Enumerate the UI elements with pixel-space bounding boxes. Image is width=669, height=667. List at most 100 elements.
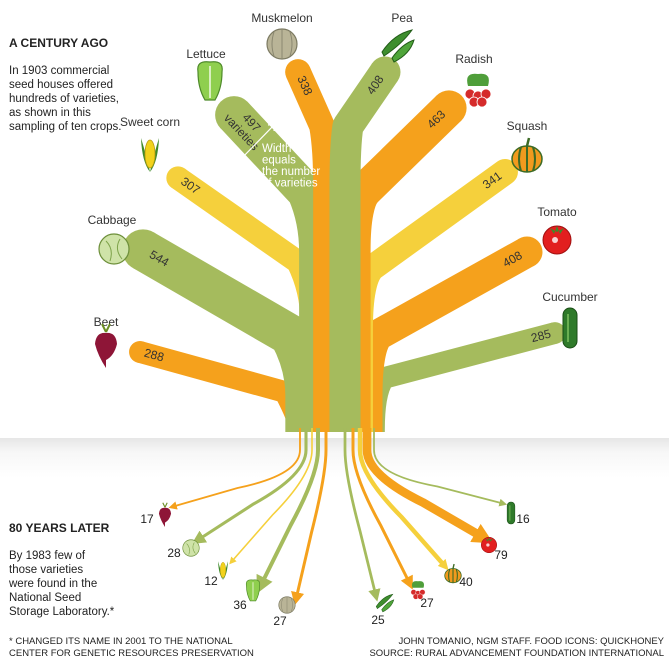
- credit: JOHN TOMANIO, NGM STAFF. FOOD ICONS: QUI…: [369, 636, 664, 659]
- stem-1983-cabbage: [191, 428, 308, 545]
- cucumber-icon-part: [562, 307, 578, 349]
- squash-icon-part: [452, 563, 455, 569]
- stem-1983-muskmelon: [291, 428, 328, 606]
- crop-label-pea: Pea: [391, 11, 413, 25]
- corn-icon-part: [141, 138, 159, 172]
- later-title: 80 YEARS LATER: [9, 521, 110, 535]
- muskmelon-icon: [266, 28, 298, 60]
- cucumber-icon: [562, 307, 578, 349]
- corn-icon-part: [218, 561, 228, 580]
- value-1983-cucumber: 16: [516, 512, 530, 526]
- beet-icon-part: [158, 507, 172, 527]
- pea-icon: [375, 593, 395, 613]
- stem-1983-radish: [351, 428, 413, 590]
- squash-icon-part: [518, 146, 536, 172]
- band-cap-pea: [369, 56, 401, 88]
- lettuce-icon: [197, 61, 223, 101]
- band-cap-cabbage: [122, 229, 164, 271]
- stem-1983-squash: [357, 428, 449, 571]
- later-text: By 1983 few of those varieties were foun…: [9, 550, 115, 618]
- stem-1983-lettuce: [256, 428, 320, 594]
- muskmelon-icon-part: [271, 29, 293, 59]
- stem-1983-pea: [343, 428, 381, 602]
- value-1903-cucumber: 285: [529, 326, 552, 345]
- crop-label-lettuce: Lettuce: [186, 47, 226, 61]
- crop-label-tomato: Tomato: [537, 205, 577, 219]
- pea-icon: [381, 29, 415, 63]
- radish-icon-part: [417, 593, 424, 600]
- cabbage-icon-part: [182, 539, 200, 557]
- crop-label-muskmelon: Muskmelon: [251, 11, 312, 25]
- squash-icon-part: [525, 137, 531, 147]
- beet-icon: [95, 323, 117, 368]
- band-cap-cucumber: [544, 322, 566, 344]
- value-1983-beet: 17: [140, 512, 154, 526]
- beet-icon-part: [101, 323, 111, 333]
- pea-icon-part: [375, 593, 394, 610]
- band-cap-muskmelon: [285, 59, 311, 85]
- value-1983-tomato: 79: [494, 548, 508, 562]
- tomato-icon-part: [552, 237, 558, 243]
- width-double-arrow: [239, 123, 276, 161]
- cabbage-icon: [98, 233, 130, 265]
- radish-icon-part: [476, 96, 488, 108]
- width-note-line: Width: [262, 143, 291, 155]
- band-cap-radish: [431, 90, 467, 126]
- labels: 288Beet17285Cucumber16544Cabbage28408Tom…: [88, 11, 598, 628]
- tomato-icon-part: [486, 543, 490, 547]
- value-1983-radish: 27: [420, 596, 434, 610]
- muskmelon-icon-part: [281, 596, 293, 614]
- corn-icon-part: [220, 562, 226, 578]
- band-cap-lettuce: [215, 96, 253, 134]
- later-block: 80 YEARS LATER By 1983 few of those vari…: [9, 507, 139, 633]
- muskmelon-icon: [278, 596, 296, 614]
- stem-1983-beet: [168, 428, 301, 510]
- tomato-icon: [542, 225, 572, 255]
- radish-icon-part: [412, 581, 424, 588]
- crop-label-squash: Squash: [507, 119, 548, 133]
- width-note-line: of varieties: [262, 178, 318, 190]
- band-pea: [329, 63, 398, 432]
- stem-1983-cucumber: [373, 428, 508, 507]
- beet-icon-part: [162, 502, 168, 508]
- corn-icon: [141, 138, 159, 172]
- lettuce-icon: [245, 579, 261, 602]
- cabbage-icon: [182, 539, 200, 557]
- band-cap-squash: [492, 159, 518, 185]
- width-note-line: the number: [262, 166, 320, 178]
- squash-icon: [444, 563, 462, 584]
- radish-icon: [464, 73, 492, 108]
- tomato-icon: [481, 537, 497, 553]
- band-cap-beet: [129, 341, 151, 363]
- cucumber-icon: [506, 501, 516, 525]
- tomato-icon-part: [485, 537, 493, 542]
- value-1983-pea: 25: [371, 613, 385, 627]
- value-1983-squash: 40: [459, 575, 473, 589]
- stem-1983-tomato: [362, 428, 494, 544]
- band-cap-sweet-corn: [166, 166, 190, 190]
- intro-block: A CENTURY AGO In 1903 commercial seed ho…: [9, 22, 179, 148]
- band-cap-tomato: [511, 236, 543, 268]
- value-1983-lettuce: 36: [233, 598, 247, 612]
- crop-label-beet: Beet: [94, 315, 119, 329]
- corn-icon-part: [144, 139, 156, 169]
- radish-icon-part: [467, 73, 489, 86]
- bands-1903: [122, 56, 566, 441]
- band-muskmelon: [286, 66, 339, 432]
- value-1983-cabbage: 28: [167, 546, 181, 560]
- value-1903-beet: 288: [143, 346, 166, 365]
- beet-icon-part: [95, 332, 117, 368]
- crop-label-radish: Radish: [455, 52, 492, 66]
- radish-icon: [410, 581, 426, 600]
- width-note-line: equals: [262, 155, 296, 167]
- crop-label-cucumber: Cucumber: [542, 290, 597, 304]
- value-1983-sweet-corn: 12: [204, 574, 218, 588]
- intro-text: In 1903 commercial seed houses offered h…: [9, 65, 122, 133]
- lower-section-background: [0, 438, 669, 667]
- width-arrowheads: [239, 123, 276, 161]
- crop-label-sweet-corn: Sweet corn: [120, 115, 180, 129]
- beet-icon: [158, 502, 172, 527]
- cabbage-icon-part: [186, 542, 196, 555]
- cucumber-icon-part: [506, 501, 516, 525]
